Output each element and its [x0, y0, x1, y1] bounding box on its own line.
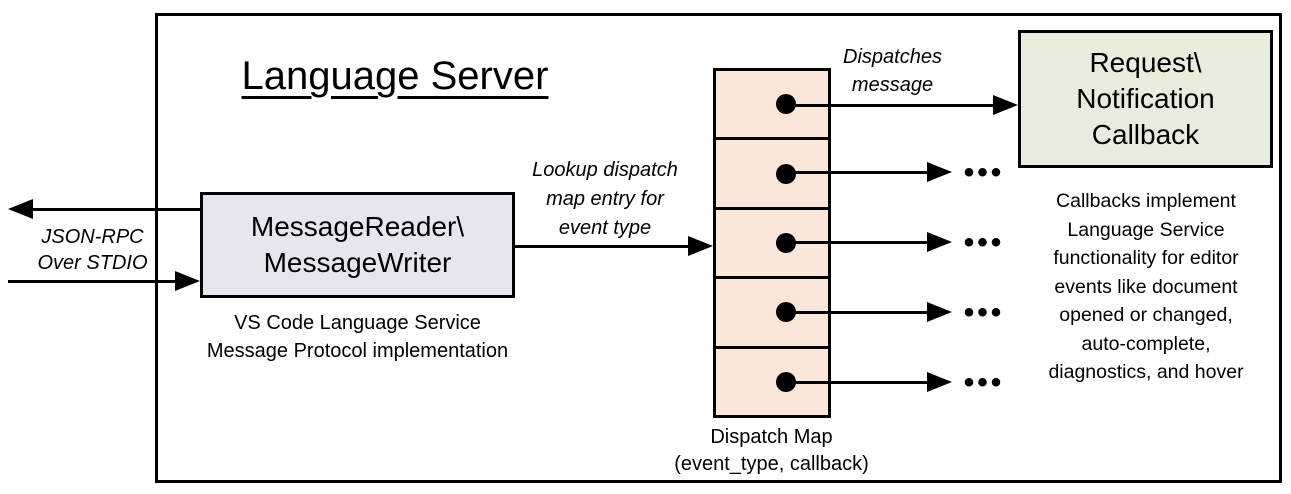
arrowhead-right-icon — [993, 95, 1018, 115]
message-reader-writer-box: MessageReader\ MessageWriter — [200, 192, 515, 298]
ellipsis-dots: ••• — [963, 296, 1005, 329]
diagram-title-text: Language Server — [241, 54, 549, 98]
arrow-shaft — [515, 245, 693, 248]
arrow-entry1-to-callback — [786, 95, 1018, 116]
reader-box-line2: MessageWriter — [263, 247, 452, 278]
callbacks-note-line2: Language Service — [1067, 218, 1225, 241]
stdio-label-line1: JSON-RPC — [41, 226, 144, 248]
dispatches-label-line2: message — [851, 74, 934, 96]
arrow-shaft — [786, 171, 932, 174]
ellipsis-dots: ••• — [963, 156, 1005, 189]
request-notification-callback-box: Request\ Notification Callback — [1018, 30, 1273, 168]
arrow-stdio-outbound — [8, 199, 200, 220]
callbacks-note-line4: events like document — [1054, 275, 1238, 298]
ellipsis-dots: ••• — [963, 226, 1005, 259]
arrow-reader-to-dispatch-map — [515, 236, 713, 257]
reader-box-line1: MessageReader\ — [250, 211, 465, 242]
arrow-shaft — [786, 241, 932, 244]
arrowhead-right-icon — [927, 372, 952, 392]
callbacks-note-line6: auto-complete, — [1081, 332, 1211, 355]
dispatch-map-caption: Dispatch Map (event_type, callback) — [620, 424, 923, 478]
callbacks-note: Callbacks implement Language Service fun… — [1016, 187, 1276, 387]
stdio-label-line2: Over STDIO — [37, 252, 148, 274]
callback-box-line2: Notification — [1076, 83, 1215, 114]
arrowhead-right-icon — [927, 302, 952, 322]
arrow-entry3-to-callback — [786, 232, 952, 253]
arrow-entry5-to-callback — [786, 372, 952, 393]
callbacks-note-line1: Callbacks implement — [1056, 190, 1236, 212]
dispatches-label-line1: Dispatches — [843, 46, 942, 68]
dispatch-map-caption-line2: (event_type, callback) — [674, 453, 869, 475]
arrowhead-right-icon — [927, 162, 952, 182]
ellipsis-dots: ••• — [963, 366, 1005, 399]
arrowhead-right-icon — [175, 271, 200, 291]
diagram-title: Language Server — [155, 52, 635, 100]
callback-box-line3: Callback — [1091, 119, 1200, 150]
arrow-shaft — [786, 104, 998, 107]
callbacks-note-line5: opened or changed, — [1059, 304, 1233, 326]
arrowhead-right-icon — [688, 236, 713, 256]
reader-caption-line1: VS Code Language Service — [234, 312, 481, 334]
callbacks-note-line3: functionality for editor — [1053, 247, 1239, 269]
language-server-boundary — [155, 13, 1282, 483]
arrow-shaft — [8, 280, 180, 283]
arrowhead-left-icon — [8, 199, 33, 219]
reader-caption-line2: Message Protocol implementation — [206, 340, 509, 362]
dispatch-map-caption-line1: Dispatch Map — [710, 426, 833, 448]
stdio-label: JSON-RPC Over STDIO — [10, 224, 175, 276]
arrow-shaft — [28, 208, 200, 211]
reader-caption: VS Code Language Service Message Protoco… — [170, 309, 545, 365]
arrowhead-right-icon — [927, 232, 952, 252]
lookup-label: Lookup dispatch map entry for event type — [505, 156, 705, 243]
callback-box-line1: Request\ — [1089, 47, 1202, 78]
arrow-entry4-to-callback — [786, 302, 952, 323]
arrow-shaft — [786, 381, 932, 384]
lookup-label-line3: event type — [558, 217, 652, 239]
lookup-label-line2: map entry for — [546, 188, 664, 210]
callbacks-note-line7: diagnostics, and hover — [1048, 361, 1244, 383]
arrow-stdio-inbound — [8, 271, 200, 292]
lookup-label-line1: Lookup dispatch — [532, 159, 678, 181]
arrow-shaft — [786, 311, 932, 314]
dispatches-label: Dispatches message — [825, 43, 960, 99]
arrow-entry2-to-callback — [786, 162, 952, 183]
